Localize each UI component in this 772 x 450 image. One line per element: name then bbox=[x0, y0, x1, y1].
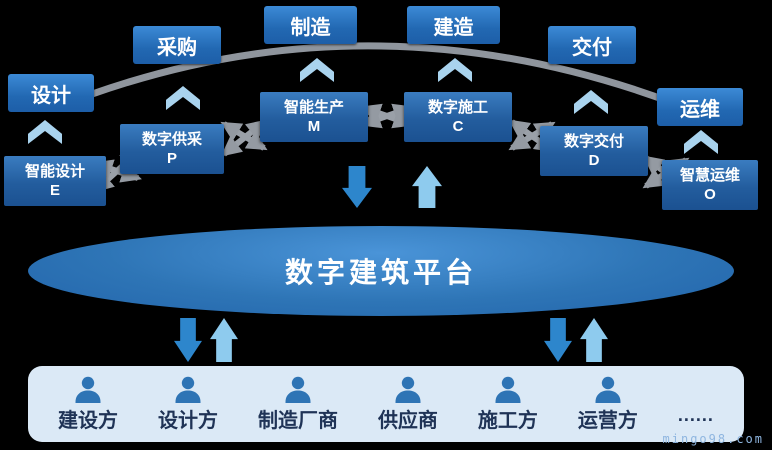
module-box-smart-operations: 智慧运维 O bbox=[662, 160, 758, 210]
phase-box-operations: 运维 bbox=[657, 88, 743, 126]
module-name: 数字交付 bbox=[563, 132, 624, 150]
person-icon bbox=[75, 376, 101, 403]
person-icon bbox=[285, 376, 311, 403]
stakeholder-label: 设计方 bbox=[157, 410, 218, 432]
module-box-digital-delivery: 数字交付 D bbox=[540, 126, 648, 176]
module-name: 数字施工 bbox=[427, 98, 488, 116]
module-code: M bbox=[307, 118, 321, 135]
lifecycle-arc bbox=[53, 42, 718, 124]
phase-box-design: 设计 bbox=[8, 74, 94, 112]
module-name: 数字供采 bbox=[141, 130, 202, 148]
module-box-digital-procurement: 数字供采 P bbox=[120, 124, 224, 174]
phase-box-delivery: 交付 bbox=[548, 26, 636, 64]
connector-arrow bbox=[220, 121, 268, 151]
stakeholder-item: 供应商 bbox=[378, 375, 438, 433]
stakeholder-item: 设计方 bbox=[158, 375, 218, 433]
stakeholder-label: 供应商 bbox=[377, 410, 438, 432]
stakeholder-label: 建设方 bbox=[57, 410, 118, 432]
phase-box-manufacturing: 制造 bbox=[264, 6, 357, 44]
person-icon bbox=[495, 376, 521, 403]
module-name: 智能设计 bbox=[24, 162, 85, 180]
person-icon bbox=[595, 376, 621, 403]
platform-title: 数字建筑平台 bbox=[284, 257, 477, 288]
module-code: D bbox=[588, 152, 600, 169]
person-icon bbox=[175, 376, 201, 403]
module-box-intelligent-design: 智能设计 E bbox=[4, 156, 106, 206]
person-icon bbox=[395, 376, 421, 403]
stakeholder-item: 施工方 bbox=[478, 375, 538, 433]
module-name: 智能生产 bbox=[283, 98, 344, 116]
module-code: C bbox=[452, 118, 464, 135]
stakeholder-item: 运营方 bbox=[578, 375, 638, 433]
stakeholder-label: 制造厂商 bbox=[257, 410, 338, 432]
stakeholder-label: 施工方 bbox=[477, 410, 538, 432]
watermark: mingo98.com bbox=[662, 432, 764, 446]
connector-arrow bbox=[360, 103, 414, 129]
module-box-digital-construction: 数字施工 C bbox=[404, 92, 512, 142]
phase-box-construction: 建造 bbox=[407, 6, 500, 44]
module-code: E bbox=[49, 182, 60, 199]
phase-box-procurement: 采购 bbox=[133, 26, 221, 64]
stakeholder-item: 制造厂商 bbox=[258, 375, 338, 433]
stakeholder-bar: 建设方 设计方 制造厂商 供应商 施工方 运营方 ...... bbox=[28, 366, 744, 442]
module-code: O bbox=[704, 186, 716, 203]
stakeholder-label: 运营方 bbox=[577, 410, 638, 432]
ellipsis-label: ...... bbox=[677, 405, 714, 425]
stakeholder-item: 建设方 bbox=[58, 375, 118, 433]
module-name: 智慧运维 bbox=[679, 166, 740, 184]
module-box-intelligent-production: 智能生产 M bbox=[260, 92, 368, 142]
platform-ellipse: 数字建筑平台 bbox=[28, 226, 734, 316]
module-code: P bbox=[166, 150, 177, 167]
